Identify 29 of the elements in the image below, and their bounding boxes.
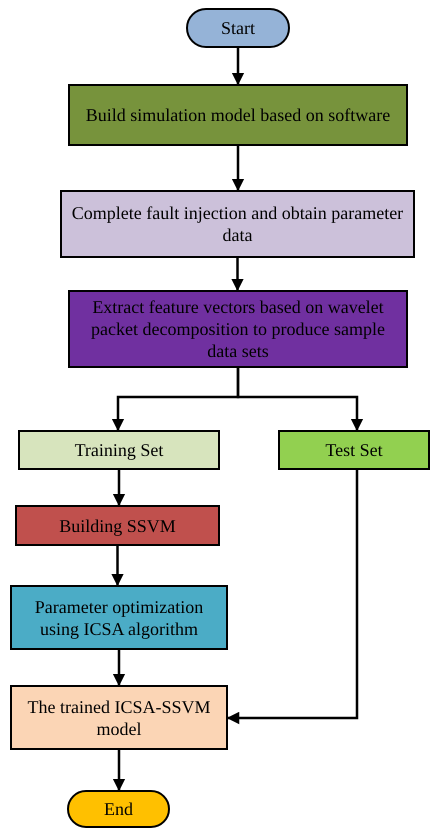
arrow bbox=[111, 546, 124, 586]
node-text: Start bbox=[221, 17, 255, 39]
end-terminal bbox=[67, 790, 170, 828]
node-text: Test Set bbox=[325, 439, 383, 461]
node-text: Training Set bbox=[74, 439, 164, 461]
process-box bbox=[278, 430, 430, 470]
process-box bbox=[18, 430, 220, 470]
start-terminal bbox=[186, 8, 290, 48]
arrow bbox=[112, 650, 126, 686]
arrow bbox=[232, 48, 244, 86]
process-box bbox=[68, 290, 408, 368]
node-text: End bbox=[104, 798, 133, 820]
node-text: Complete fault injection and obtain parameter data bbox=[70, 202, 404, 246]
node-text: Extract feature vectors based on wavelet packet decomposition to produce sample data sets bbox=[90, 296, 386, 362]
arrow bbox=[231, 258, 244, 292]
arrow bbox=[236, 368, 364, 432]
arrow bbox=[112, 470, 126, 506]
arrow bbox=[232, 146, 244, 192]
process-box bbox=[10, 585, 228, 650]
node-text: Parameter optimization using ICSA algorithm bbox=[34, 596, 204, 640]
process-box bbox=[10, 685, 228, 750]
arrow bbox=[226, 470, 358, 724]
node-text: Build simulation model based on software bbox=[86, 104, 390, 126]
process-box bbox=[68, 84, 408, 146]
arrow bbox=[112, 750, 126, 792]
node-text: Building SSVM bbox=[59, 514, 176, 536]
node-text: The trained ICSA-SSVM model bbox=[26, 696, 212, 740]
process-box bbox=[60, 190, 415, 258]
process-box bbox=[15, 505, 220, 546]
